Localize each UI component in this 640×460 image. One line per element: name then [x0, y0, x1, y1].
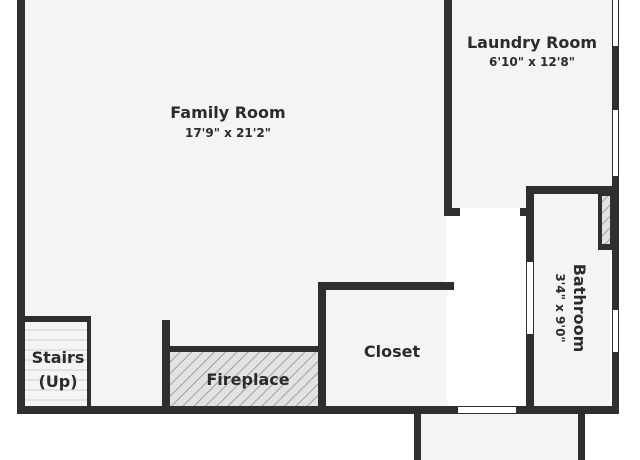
openings	[446, 0, 618, 413]
bathroom-name: Bathroom	[570, 264, 589, 353]
wall-fireplace-top	[164, 346, 326, 352]
stairs-treads	[25, 329, 87, 401]
bathroom-label: Bathroom 3'4" x 9'0"	[553, 264, 589, 353]
wall-stairs-top	[17, 316, 91, 322]
wall-laundry-bottom-a	[444, 208, 460, 216]
floor-areas	[24, 0, 612, 460]
wall-stairs-right	[87, 316, 91, 414]
fireplace-name: Fireplace	[206, 370, 289, 389]
wall-laundry-left	[444, 0, 452, 216]
wall-bath-top	[526, 186, 619, 194]
lower-hall-floor	[420, 414, 580, 460]
closet-doorway	[446, 296, 452, 400]
laundry-room-name: Laundry Room	[467, 33, 597, 52]
family-room-dimensions: 17'9" x 21'2"	[185, 126, 271, 140]
wall-right	[612, 0, 619, 414]
laundry-window	[613, 110, 618, 176]
bathroom-floor	[534, 194, 610, 406]
stairs-direction: (Up)	[38, 372, 77, 391]
wall-lower-right	[578, 414, 585, 460]
laundry-wall-top-window	[613, 0, 618, 46]
wall-closet-top	[318, 282, 454, 290]
laundry-room-dimensions: 6'10" x 12'8"	[489, 55, 575, 69]
fireplace-hearth	[170, 352, 320, 406]
closet-floor	[326, 290, 448, 406]
wall-left	[17, 0, 25, 414]
bath-window	[613, 310, 618, 352]
laundry-room-floor	[446, 0, 612, 208]
bath-doorway	[527, 262, 533, 334]
bathroom-dimensions: 3'4" x 9'0"	[553, 273, 567, 342]
laundry-doorway	[460, 209, 520, 215]
bath-partition-hatch	[602, 196, 610, 244]
closet-name: Closet	[364, 342, 421, 361]
wall-lower-left	[414, 414, 421, 460]
lower-doorway	[458, 407, 516, 413]
wall-fireplace-left	[162, 320, 170, 414]
family-room-name: Family Room	[170, 103, 285, 122]
stairs-name: Stairs	[32, 348, 85, 367]
